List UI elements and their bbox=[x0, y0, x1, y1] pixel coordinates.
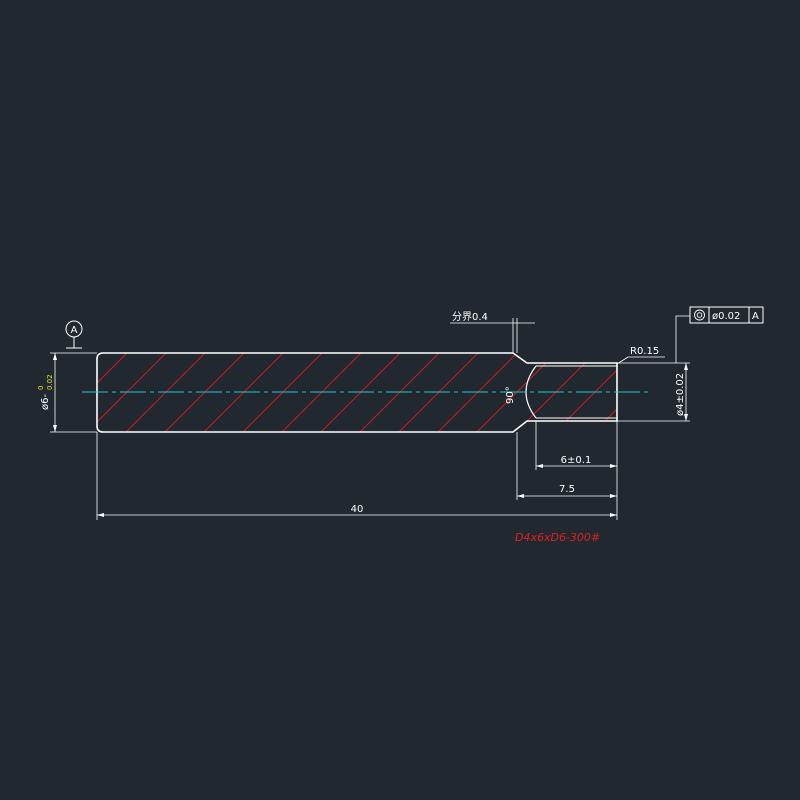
hatch-line bbox=[97, 353, 136, 432]
parting-label: 分界0.4 bbox=[452, 311, 488, 323]
datum-letter: A bbox=[71, 325, 78, 336]
datum-a-symbol: A bbox=[65, 320, 83, 349]
large-diameter-lower-tol: 0.02 bbox=[46, 374, 54, 390]
total-length-dimension: 40 bbox=[96, 432, 617, 520]
fillet-callout: R0.15 bbox=[616, 346, 665, 365]
angle-label: 90° bbox=[505, 386, 516, 404]
step-length-dimension: 7.5 bbox=[516, 432, 617, 500]
tolerance-frame: ø0.02 A bbox=[675, 306, 764, 363]
large-diameter-dimension: ø6- 0 0.02 bbox=[37, 352, 97, 433]
small-diameter-dimension: ø4±0.02 bbox=[617, 362, 690, 422]
large-diameter-upper-tol: 0 bbox=[37, 386, 45, 390]
pin-outline bbox=[96, 352, 618, 433]
part-number: D4x6xD6-300# bbox=[515, 531, 600, 544]
parting-dimension: 分界0.4 bbox=[450, 311, 535, 353]
total-length-label: 40 bbox=[351, 504, 364, 515]
hole-depth-label: 6±0.1 bbox=[561, 455, 592, 466]
small-diameter-label: ø4±0.02 bbox=[675, 373, 686, 416]
hole-depth-dimension: 6±0.1 bbox=[535, 421, 618, 520]
tolerance-datum: A bbox=[752, 311, 759, 322]
step-length-label: 7.5 bbox=[559, 484, 575, 495]
concentricity-icon bbox=[694, 309, 705, 321]
large-diameter-label: ø6- bbox=[40, 394, 51, 410]
fillet-label: R0.15 bbox=[630, 346, 659, 357]
tolerance-value: ø0.02 bbox=[712, 311, 740, 322]
